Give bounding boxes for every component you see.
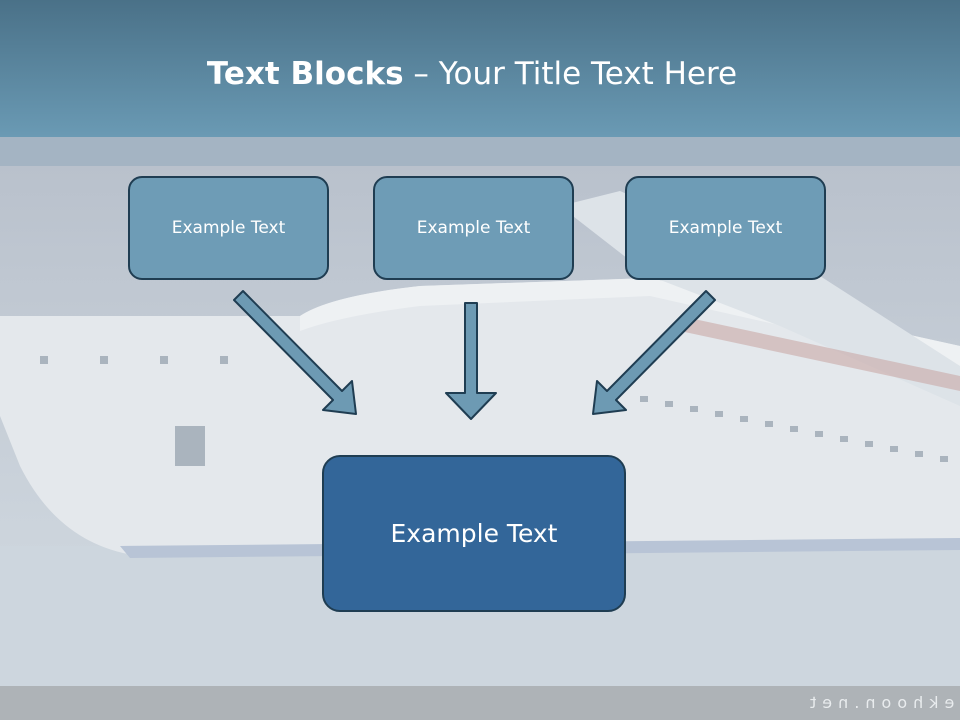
top-box-right[interactable]: Example Text <box>625 176 826 280</box>
bottom-box-label: Example Text <box>390 519 558 548</box>
sub-band <box>0 137 960 166</box>
bottom-box[interactable]: Example Text <box>322 455 626 612</box>
top-box-left[interactable]: Example Text <box>128 176 329 280</box>
title-band <box>0 0 960 137</box>
title-bold-part: Text Blocks <box>206 56 404 92</box>
title-rest: Your Title Text Here <box>438 56 738 92</box>
title-dash: – <box>403 56 439 92</box>
arrow-left <box>233 290 357 415</box>
top-box-right-label: Example Text <box>668 218 783 238</box>
top-box-left-label: Example Text <box>171 218 286 238</box>
footer-band <box>0 686 960 720</box>
arrow-right <box>592 290 716 415</box>
top-box-middle[interactable]: Example Text <box>373 176 574 280</box>
arrow-middle <box>445 302 497 420</box>
slide-title: Text Blocks – Your Title Text Here <box>0 52 944 96</box>
top-box-middle-label: Example Text <box>416 218 531 238</box>
